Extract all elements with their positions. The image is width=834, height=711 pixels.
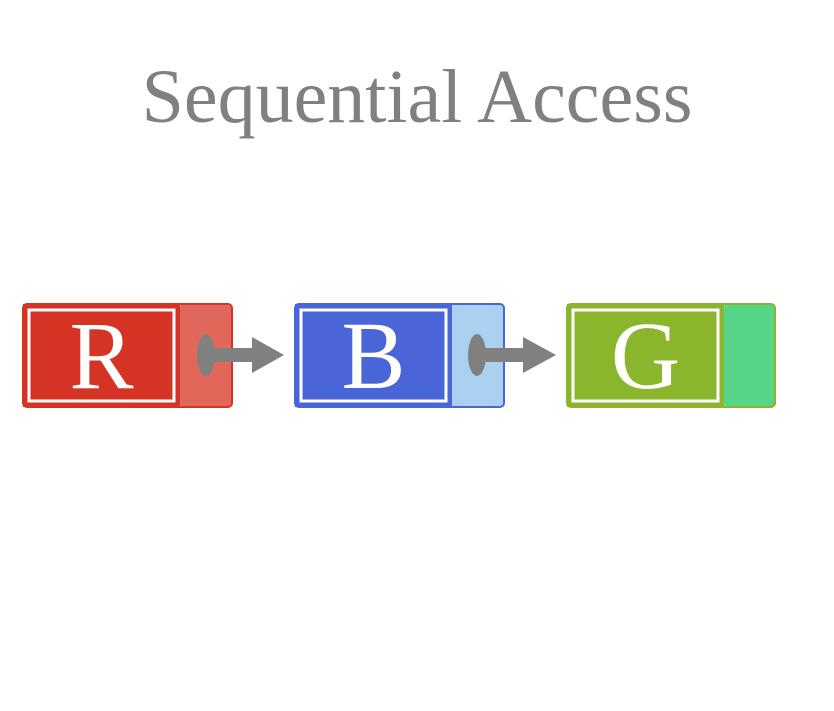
node-r-letter: R [69,302,133,409]
node-b-letter: B [341,302,405,409]
pointer-arrow-2-head [523,337,556,373]
pointer-arrow-2-shaft [477,348,525,362]
node-r-inner-border [27,308,176,403]
pointer-arrow-1-head [252,337,284,373]
list-node-b: B [294,302,505,409]
node-b-inner-border [299,308,448,403]
diagram-title: Sequential Access [141,55,693,139]
pointer-arrow-2 [468,334,556,376]
list-node-g: G [566,302,776,409]
node-g-inner-border [571,308,720,403]
pointer-arrow-1-shaft [206,348,254,362]
node-g-letter: G [611,302,680,409]
pointer-arrow-1 [197,334,284,376]
node-b-data-cell [295,304,452,407]
node-g-pointer-cell [724,304,775,407]
node-r-data-cell [23,304,180,407]
node-g-data-cell [567,304,724,407]
